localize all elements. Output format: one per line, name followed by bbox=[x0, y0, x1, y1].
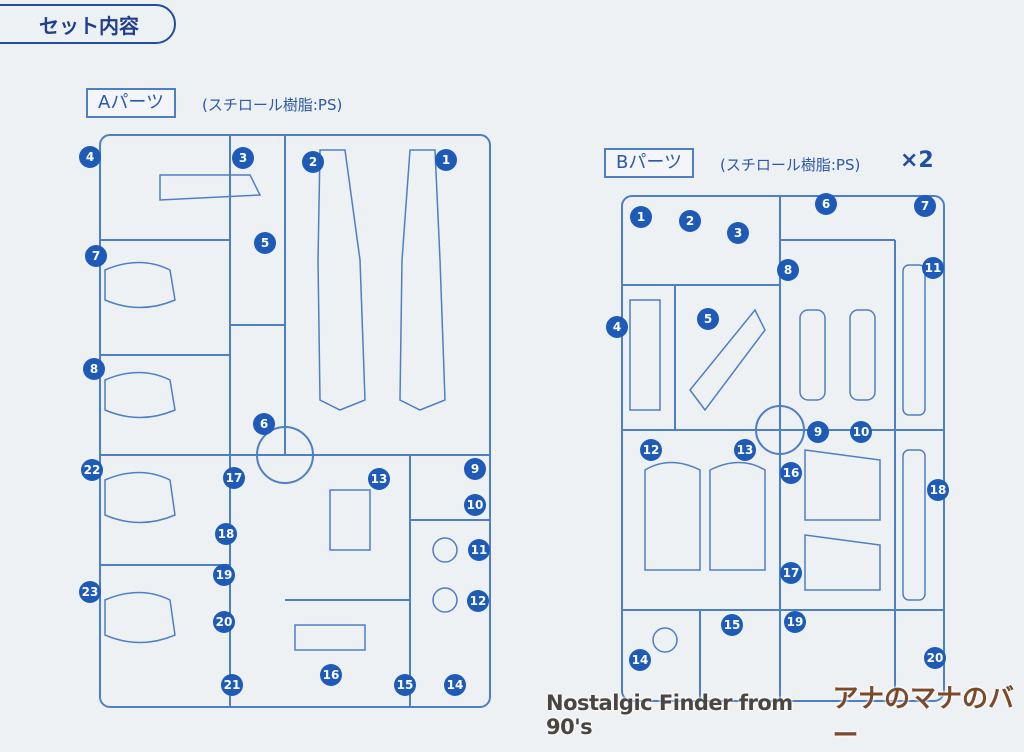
part-number-badge: 22 bbox=[81, 459, 103, 481]
part-number-badge: 2 bbox=[302, 151, 324, 173]
part-number-badge: 20 bbox=[924, 647, 946, 669]
part-number-badge: 16 bbox=[780, 462, 802, 484]
parts-b-label: Bパーツ bbox=[604, 148, 694, 178]
section-title-text: セット内容 bbox=[39, 13, 139, 38]
section-title: セット内容 bbox=[0, 4, 176, 44]
part-number-badge: 6 bbox=[815, 193, 837, 215]
sprue-diagram bbox=[99, 134, 945, 708]
sprue-a-frame bbox=[99, 134, 491, 708]
part-number-badge: 9 bbox=[807, 421, 829, 443]
part-number-badge: 17 bbox=[223, 467, 245, 489]
part-number-badge: 11 bbox=[922, 257, 944, 279]
watermark-logo: アナのマナのバー bbox=[832, 684, 1014, 751]
part-number-badge: 10 bbox=[850, 421, 872, 443]
part-number-badge: 20 bbox=[213, 611, 235, 633]
part-number-badge: 10 bbox=[464, 494, 486, 516]
part-number-badge: 6 bbox=[253, 413, 275, 435]
part-number-badge: 16 bbox=[320, 664, 342, 686]
part-number-badge: 11 bbox=[468, 539, 490, 561]
part-number-badge: 8 bbox=[777, 259, 799, 281]
part-number-badge: 15 bbox=[721, 614, 743, 636]
part-number-badge: 3 bbox=[232, 147, 254, 169]
sprue-b-frame bbox=[621, 195, 945, 702]
parts-a-label: Aパーツ bbox=[86, 88, 176, 118]
part-number-badge: 8 bbox=[83, 358, 105, 380]
part-number-badge: 4 bbox=[79, 146, 101, 168]
part-number-badge: 1 bbox=[435, 149, 457, 171]
part-number-badge: 13 bbox=[734, 439, 756, 461]
part-number-badge: 13 bbox=[368, 468, 390, 490]
part-number-badge: 7 bbox=[85, 245, 107, 267]
part-number-badge: 5 bbox=[254, 232, 276, 254]
part-number-badge: 14 bbox=[629, 649, 651, 671]
part-number-badge: 17 bbox=[780, 562, 802, 584]
parts-b-quantity: ×2 bbox=[900, 148, 934, 173]
part-number-badge: 4 bbox=[606, 316, 628, 338]
watermark: Nostalgic Finder from 90's アナのマナのバー bbox=[546, 678, 1024, 752]
part-number-badge: 19 bbox=[784, 611, 806, 633]
part-number-badge: 18 bbox=[215, 523, 237, 545]
part-number-badge: 15 bbox=[394, 674, 416, 696]
watermark-text: Nostalgic Finder from 90's bbox=[546, 691, 793, 739]
part-number-badge: 5 bbox=[697, 308, 719, 330]
part-number-badge: 7 bbox=[914, 195, 936, 217]
part-number-badge: 1 bbox=[630, 206, 652, 228]
part-number-badge: 12 bbox=[467, 590, 489, 612]
part-number-badge: 21 bbox=[221, 674, 243, 696]
part-number-badge: 3 bbox=[727, 222, 749, 244]
parts-b-material: (スチロール樹脂:PS) bbox=[720, 156, 861, 174]
parts-a-material: (スチロール樹脂:PS) bbox=[202, 96, 343, 114]
part-number-badge: 9 bbox=[464, 458, 486, 480]
part-number-badge: 2 bbox=[679, 210, 701, 232]
part-number-badge: 18 bbox=[927, 479, 949, 501]
part-number-badge: 19 bbox=[213, 564, 235, 586]
part-number-badge: 14 bbox=[444, 674, 466, 696]
part-number-badge: 12 bbox=[640, 439, 662, 461]
part-number-badge: 23 bbox=[79, 581, 101, 603]
